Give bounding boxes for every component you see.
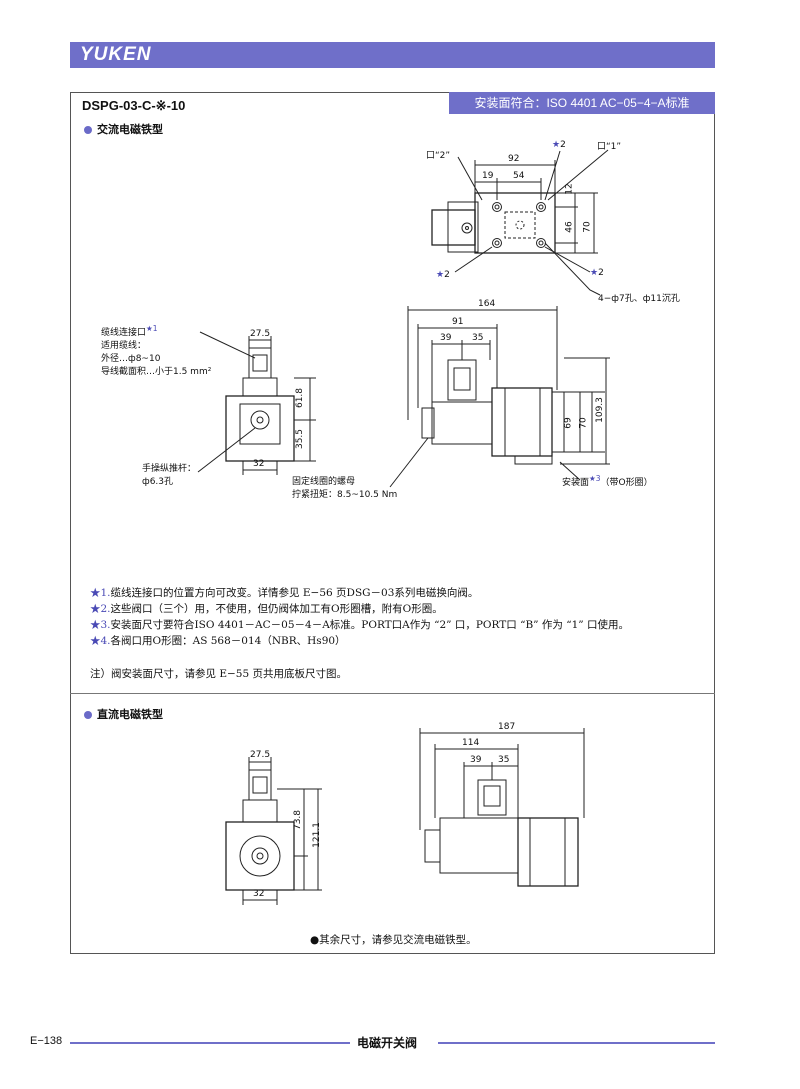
top-view-star-label: ★2 (552, 140, 566, 150)
bullet-icon (84, 126, 92, 134)
cable-port-title: 缆线连接口★1 (101, 324, 158, 338)
header-banner (70, 42, 715, 68)
notes-list: ★1.缆线连接口的位置方向可改变。详情参见 E−56 页DSG－03系列电磁换向… (90, 585, 629, 649)
dim-dc-front-121.1: 121.1 (311, 822, 322, 848)
dim-ac-side-39: 39 (440, 333, 452, 343)
dim-ac-front-61.8: 61.8 (295, 387, 306, 409)
note-1: ★1.缆线连接口的位置方向可改变。详情参见 E−56 页DSG－03系列电磁换向… (90, 587, 479, 599)
brand-logo: YUKEN (80, 44, 152, 65)
dim-dc-side-114: 114 (462, 738, 480, 748)
dim-ac-side-70: 70 (578, 417, 589, 429)
note-4: ★4.各阀口用O形圈：AS 568－014（NBR、Hs90） (90, 635, 346, 647)
model-title: DSPG-03-C-※-10 (82, 98, 186, 113)
star-icon: ★ (436, 270, 445, 280)
dim-dc-side-35: 35 (498, 755, 510, 765)
dim-top-19: 19 (482, 171, 494, 181)
dim-ac-front-27.5: 27.5 (250, 329, 271, 339)
dim-dc-front-32: 32 (253, 889, 265, 899)
dim-ac-side-91: 91 (452, 317, 464, 327)
dim-ac-side-109.3: 109.3 (594, 397, 605, 423)
dc-side-view-drawing (419, 728, 585, 887)
dim-dc-front-27.5: 27.5 (250, 750, 271, 760)
mounting-surface-label: 安装面★3（带O形圈） (562, 474, 653, 488)
cable-line-3: 导线截面积…小于1.5 mm² (101, 367, 212, 377)
section-ac-heading: 交流电磁铁型 (84, 121, 163, 137)
section-ac-label: 交流电磁铁型 (97, 124, 163, 136)
dim-top-70: 70 (582, 221, 593, 233)
footer-line-left (70, 1042, 350, 1044)
star-icon: ★ (590, 268, 599, 278)
dim-ac-side-69: 69 (563, 417, 574, 429)
standard-badge: 安装面符合：ISO 4401 AC−05−4−A标准 (449, 92, 715, 114)
dim-top-46: 46 (564, 221, 575, 233)
top-view-star-label-left: ★2 (436, 270, 450, 280)
star-icon: ★ (552, 140, 561, 150)
top-view-port1-label: 口“1” (597, 142, 622, 152)
content-frame (70, 92, 715, 954)
note-3: ★3.安装面尺寸要符合ISO 4401－AC－05－4－A标准。PORT口A作为… (90, 619, 629, 631)
footer-line-right (438, 1042, 715, 1044)
dim-dc-side-187: 187 (498, 722, 516, 732)
top-view-drawing (431, 149, 609, 296)
dim-top-54: 54 (513, 171, 525, 181)
dim-dc-front-73.8: 73.8 (293, 809, 304, 831)
ac-front-view-drawing (197, 331, 316, 475)
footer-title: 电磁开关阀 (357, 1036, 418, 1050)
dc-front-view-drawing (225, 757, 322, 905)
top-view-star-label-right: ★2 (590, 268, 604, 278)
section-divider (70, 693, 715, 694)
dim-top-92: 92 (508, 154, 520, 164)
dim-dc-side-39: 39 (470, 755, 482, 765)
section-dc-label: 直流电磁铁型 (97, 709, 163, 721)
cable-line-2: 外径…ф8~10 (101, 354, 161, 364)
cable-line-1: 适用缆线： (101, 341, 147, 351)
dim-ac-front-32: 32 (253, 459, 265, 469)
dim-ac-front-35.5: 35.5 (295, 428, 306, 450)
dim-top-12: 12 (564, 183, 575, 195)
ac-side-view-drawing (389, 306, 610, 488)
other-dimensions-note: ●其余尺寸，请参见交流电磁铁型。 (310, 934, 477, 946)
remark-text: 注）阀安装面尺寸，请参见 E−55 页共用底板尺寸图。 (90, 668, 347, 680)
page-number: E−138 (30, 1035, 63, 1047)
cable-port-note: 缆线连接口★1 适用缆线： 外径…ф8~10 导线截面积…小于1.5 mm² (101, 322, 211, 379)
top-view-port2-label: 口“2” (426, 151, 451, 161)
dim-ac-side-35: 35 (472, 333, 484, 343)
dim-ac-side-164: 164 (478, 299, 496, 309)
top-view-holes-label: 4−ф7孔、ф11沉孔 (598, 294, 680, 304)
section-dc-heading: 直流电磁铁型 (84, 706, 163, 722)
manual-override-note: 手操纵推杆： ф6.3孔 (142, 464, 197, 487)
bullet-icon (84, 711, 92, 719)
note-2: ★2.这些阀口（三个）用，不使用，但仍阀体加工有O形圈槽，附有O形圈。 (90, 603, 443, 615)
coil-nut-note: 固定线圈的螺母 拧紧扭矩：8.5~10.5 Nm (292, 477, 398, 500)
